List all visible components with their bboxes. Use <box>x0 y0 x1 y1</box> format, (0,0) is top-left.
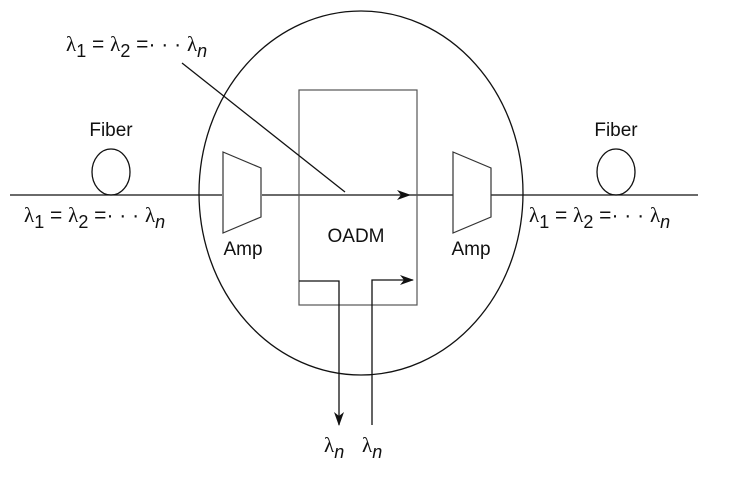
lambda-symbol: λ <box>529 203 540 227</box>
lambda-symbol: λ <box>324 433 335 457</box>
subscript: 1 <box>539 212 549 232</box>
oadm-box <box>298 89 418 306</box>
subscript: n <box>197 41 207 61</box>
add-path <box>371 275 414 425</box>
subscript: n <box>334 442 344 462</box>
fiber-label-left: Fiber <box>89 120 133 141</box>
node-boundary-circle <box>198 10 524 376</box>
equals: = <box>44 204 68 227</box>
equals: = <box>86 33 110 56</box>
subscript: n <box>660 212 670 232</box>
drop-wavelength-label: λn <box>324 433 344 462</box>
amplifier-left-icon <box>222 151 262 234</box>
subscript: n <box>372 442 382 462</box>
amp-label-left: Amp <box>223 239 262 260</box>
lambda-symbol: λ <box>187 32 198 56</box>
fiber-coil-right-icon <box>596 148 636 196</box>
subscript: 1 <box>76 41 86 61</box>
amplifier-right-icon <box>452 151 492 234</box>
add-wavelength-label: λn <box>362 433 382 462</box>
subscript: 2 <box>78 212 88 232</box>
subscript: 2 <box>583 212 593 232</box>
wavelength-label-right: λ1 = λ2 =· · · λn <box>529 203 670 232</box>
wavelength-label-top: λ1 = λ2 =· · · λn <box>66 32 207 61</box>
subscript: 1 <box>34 212 44 232</box>
lambda-symbol: λ <box>68 203 79 227</box>
lambda-symbol: λ <box>24 203 35 227</box>
fiber-coil-left-icon <box>91 148 131 196</box>
amp-label-right: Amp <box>451 239 490 260</box>
subscript: 2 <box>120 41 130 61</box>
lambda-symbol: λ <box>650 203 661 227</box>
equals: = <box>549 204 573 227</box>
wavelength-pointer-line <box>181 62 346 193</box>
lambda-symbol: λ <box>66 32 77 56</box>
wavelength-label-left: λ1 = λ2 =· · · λn <box>24 203 165 232</box>
drop-path <box>299 280 344 426</box>
lambda-symbol: λ <box>362 433 373 457</box>
fiber-label-right: Fiber <box>594 120 638 141</box>
lambda-symbol: λ <box>145 203 156 227</box>
oadm-label: OADM <box>328 226 385 247</box>
ellipsis: =· · · <box>593 204 650 227</box>
ellipsis: =· · · <box>88 204 145 227</box>
subscript: n <box>155 212 165 232</box>
lambda-symbol: λ <box>110 32 121 56</box>
ellipsis: =· · · <box>130 33 187 56</box>
lambda-symbol: λ <box>573 203 584 227</box>
